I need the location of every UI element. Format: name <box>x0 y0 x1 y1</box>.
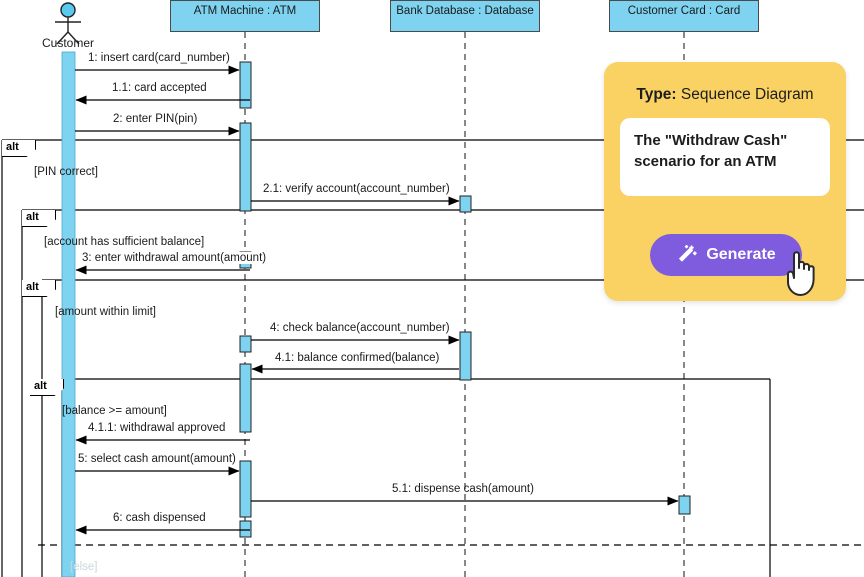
fragment-operator-alt-3: alt <box>26 281 39 293</box>
fragment-tag-alt-4: alt <box>30 379 64 396</box>
lifeline-header-atm[interactable]: ATM Machine : ATM <box>170 0 320 32</box>
fragment-operator-alt-4: alt <box>34 380 47 392</box>
diagram-generator-panel: Type: Sequence Diagram The "Withdraw Cas… <box>604 62 846 301</box>
message-label-4-1: 4.1: balance confirmed(balance) <box>275 352 440 364</box>
message-label-4-1-1: 4.1.1: withdrawal approved <box>88 422 226 434</box>
message-label-4: 4: check balance(account_number) <box>270 322 450 334</box>
lifeline-label-atm: ATM Machine : ATM <box>193 5 297 17</box>
magic-wand-icon <box>679 244 698 262</box>
fragment-guard-alt-3: [amount within limit] <box>55 306 156 318</box>
activation-bars <box>61 51 691 577</box>
lifeline-header-database[interactable]: Bank Database : Database <box>390 0 540 32</box>
lifeline-label-customer: Customer <box>42 36 95 50</box>
generate-button[interactable]: Generate <box>650 234 802 276</box>
fragment-guard-else: [else] <box>70 561 98 573</box>
fragment-tag-alt-3: alt <box>22 280 56 297</box>
fragment-tag-alt-2: alt <box>22 210 56 227</box>
message-label-3: 3: enter withdrawal amount(amount) <box>82 252 267 264</box>
fragment-guard-alt-4: [balance >= amount] <box>62 405 167 417</box>
message-label-2-1: 2.1: verify account(account_number) <box>263 183 450 195</box>
message-label-5-1: 5.1: dispense cash(amount) <box>392 483 534 495</box>
message-label-1: 1: insert card(card_number) <box>88 52 230 64</box>
message-label-1-1: 1.1: card accepted <box>112 82 207 94</box>
message-label-2: 2: enter PIN(pin) <box>113 113 198 125</box>
fragment-operator-alt-1: alt <box>6 141 19 153</box>
fragment-operator-alt-2: alt <box>26 211 39 223</box>
diagram-type-prefix: Type: <box>636 86 677 103</box>
fragment-tag-alt-1: alt <box>2 140 36 157</box>
message-arrows <box>75 65 679 535</box>
diagram-type-value: Sequence Diagram <box>680 86 814 103</box>
message-label-5: 5: select cash amount(amount) <box>78 453 236 465</box>
prompt-input[interactable]: The "Withdraw Cash" scenario for an ATM <box>620 118 830 196</box>
fragment-guard-alt-2: [account has sufficient balance] <box>44 236 205 248</box>
fragment-guard-alt-1: [PIN correct] <box>34 166 98 178</box>
actor-customer-figure <box>55 2 81 45</box>
diagram-type-row: Type: Sequence Diagram <box>620 86 830 104</box>
generate-button-label: Generate <box>706 246 776 263</box>
lifeline-label-database: Bank Database : Database <box>396 5 534 17</box>
message-label-6: 6: cash dispensed <box>113 512 206 524</box>
lifeline-label-card: Customer Card : Card <box>627 5 741 17</box>
lifeline-header-card[interactable]: Customer Card : Card <box>609 0 759 32</box>
prompt-input-value: The "Withdraw Cash" scenario for an ATM <box>634 132 788 171</box>
